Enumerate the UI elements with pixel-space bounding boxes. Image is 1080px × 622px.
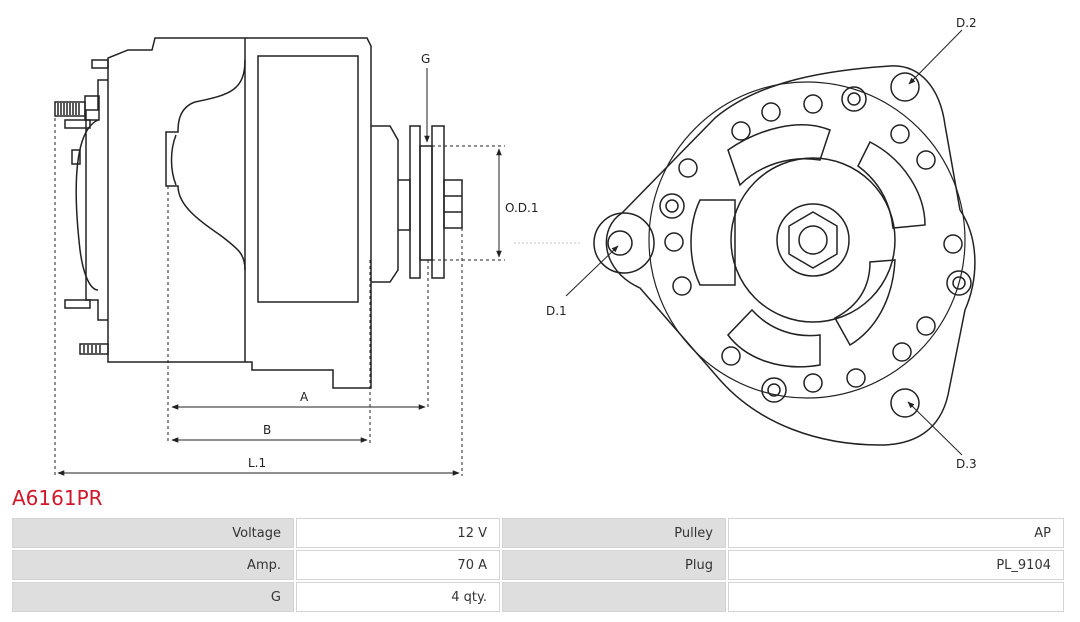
alternator-front-view — [593, 65, 976, 446]
d2-leader — [908, 29, 963, 85]
spec-value-voltage: 12 V — [296, 518, 500, 548]
alternator-side-view — [54, 37, 463, 389]
table-row: Amp. 70 A Plug PL_9104 — [12, 550, 1064, 580]
label-g: G — [421, 52, 430, 66]
label-d3: D.3 — [956, 457, 977, 471]
spec-label-amp: Amp. — [12, 550, 294, 580]
label-a: A — [300, 390, 309, 404]
spec-label-pulley: Pulley — [502, 518, 726, 548]
d3-leader — [907, 401, 963, 456]
spec-label-voltage: Voltage — [12, 518, 294, 548]
d1-leader — [565, 245, 619, 297]
label-d2: D.2 — [956, 16, 977, 30]
part-number-title: A6161PR — [12, 486, 103, 510]
table-row: G 4 qty. — [12, 582, 1064, 612]
spec-value-empty — [728, 582, 1064, 612]
label-b: B — [263, 423, 271, 437]
spec-value-plug: PL_9104 — [728, 550, 1064, 580]
table-row: Voltage 12 V Pulley AP — [12, 518, 1064, 548]
label-d1: D.1 — [546, 304, 567, 318]
spec-value-g: 4 qty. — [296, 582, 500, 612]
spec-label-plug: Plug — [502, 550, 726, 580]
spec-value-pulley: AP — [728, 518, 1064, 548]
spec-label-empty — [502, 582, 726, 612]
spec-label-g: G — [12, 582, 294, 612]
side-view-dimensions — [54, 68, 580, 476]
label-od1: O.D.1 — [505, 201, 538, 215]
specs-table: Voltage 12 V Pulley AP Amp. 70 A Plug PL… — [10, 516, 1066, 614]
spec-value-amp: 70 A — [296, 550, 500, 580]
front-view-leaders — [565, 29, 963, 456]
alternator-technical-drawing: G O.D.1 A B L.1 — [54, 16, 977, 476]
label-l1: L.1 — [248, 456, 266, 470]
